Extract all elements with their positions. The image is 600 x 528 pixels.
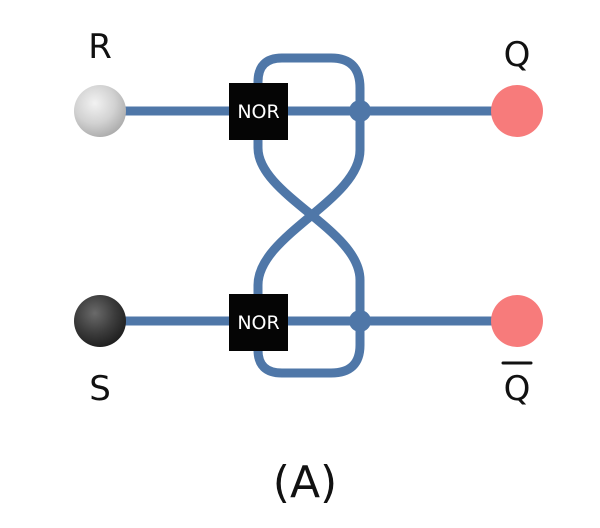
input-s-terminal[interactable] (74, 295, 126, 347)
nor-gate-top: NOR (229, 83, 288, 140)
output-q-terminal (491, 85, 543, 137)
input-r-terminal[interactable] (74, 85, 126, 137)
wire-bottom-loop (253, 316, 365, 378)
figure-caption: (A) (273, 457, 337, 508)
output-q-label: Q (504, 35, 531, 75)
nor-gate-bottom-label: NOR (237, 312, 279, 334)
input-s-label: S (89, 369, 111, 409)
output-q-bar-label: Q (504, 369, 531, 409)
nor-gate-top-label: NOR (237, 101, 279, 123)
nor-gate-bottom: NOR (229, 294, 288, 351)
wire-feedback-q-bar-to-top-gate (253, 123, 365, 326)
junction-dot-q-bar (349, 310, 371, 332)
input-r-label: R (88, 27, 112, 67)
junction-dot-q (349, 100, 371, 122)
wire-top-loop (253, 53, 365, 116)
output-q-bar-terminal (491, 295, 543, 347)
